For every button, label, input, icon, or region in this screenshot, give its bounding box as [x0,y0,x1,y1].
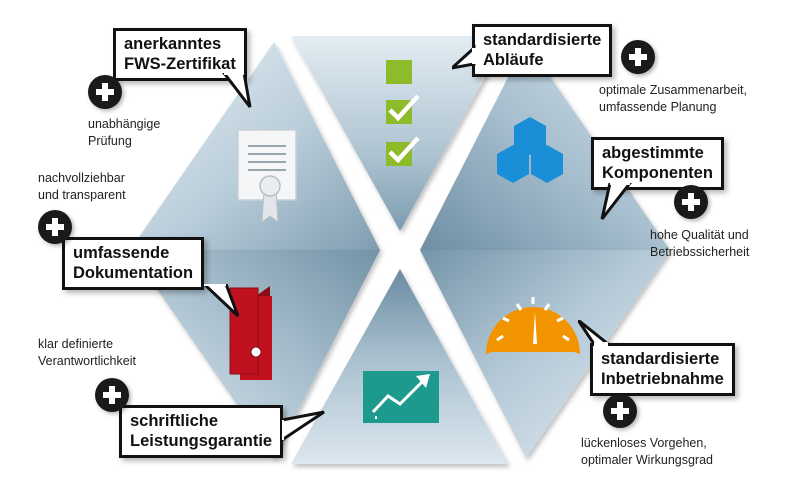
checklist-icon [386,60,420,166]
hexagon-components-icon [497,117,563,183]
gauge-icon [486,297,580,354]
callout-commissioning: standardisierte Inbetriebnahme [590,343,735,396]
plus-icon [621,40,655,74]
callout-tail [452,44,476,70]
note-efficiency: lückenloses Vorgehen, optimaler Wirkungs… [581,436,713,467]
segment-bottom-right [420,250,670,458]
chart-up-icon [363,371,439,423]
note-quality-reliability: hohe Qualität und Betriebssicherheit [650,228,750,259]
note-transparency: nachvollziehbar und transparent [38,171,126,202]
segment-bottom-left [291,269,508,464]
certificate-icon [237,129,297,224]
callout-tail [204,284,240,318]
note-independent-test: unabhängige Prüfung [88,117,161,148]
callout-performance-guarantee: schriftliche Leistungsgarantie [119,405,284,458]
callout-tail [282,410,325,442]
note-cooperation-planning: optimale Zusammenarbeit, umfassende Plan… [599,83,747,114]
plus-icon [88,75,122,109]
plus-icon [603,394,637,428]
callout-components: abgestimmte Komponenten [591,137,724,190]
callout-tail [222,73,252,108]
binder-icon [229,286,272,380]
plus-icon [95,378,129,412]
callout-documentation: umfassende Dokumentation [62,237,205,290]
plus-icon [674,185,708,219]
note-responsibility: klar definierte Verantwortlichkeit [38,337,136,368]
callout-tail [600,183,632,220]
callout-standard-processes: standardisierte Abläufe [472,24,613,77]
callout-tail [578,320,613,346]
plus-icon [38,210,72,244]
segment-top-right [291,36,508,231]
